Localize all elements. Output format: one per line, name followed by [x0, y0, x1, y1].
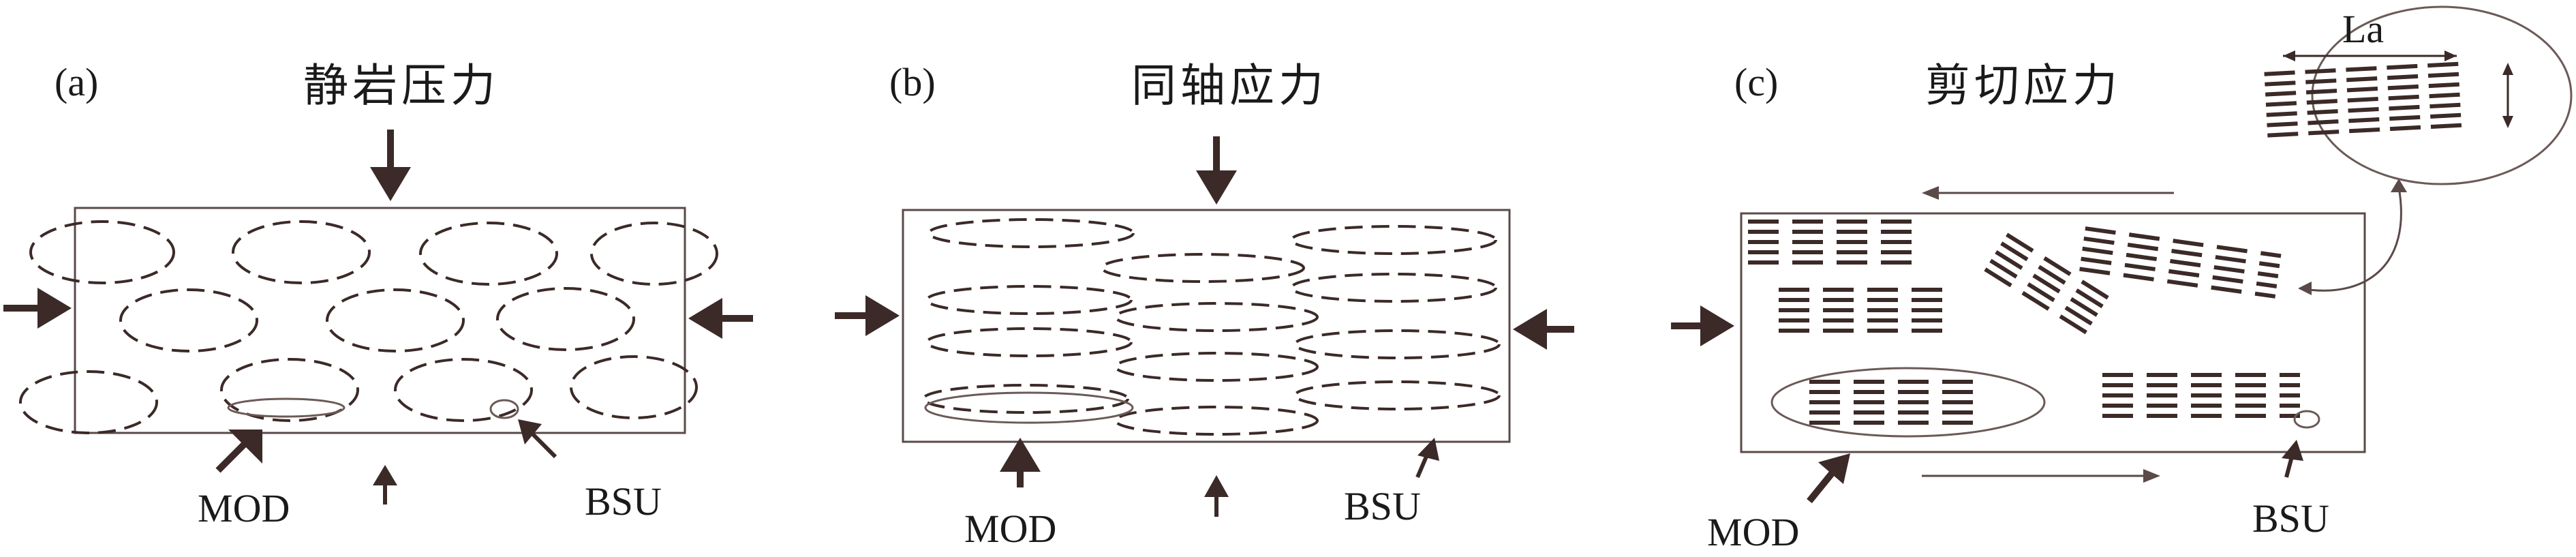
panel-b-bsu-pointer	[1415, 438, 1439, 479]
panel-c-rock-box	[1740, 212, 2366, 453]
panel-c-mod-pointer	[1807, 453, 1850, 504]
panel-a-stress-arrow-right	[688, 298, 753, 339]
panel-c-mod-label: MOD	[1707, 510, 1799, 554]
pore-ellipse	[232, 220, 371, 284]
pore-ellipse	[1114, 406, 1319, 436]
pore-ellipse	[394, 358, 533, 422]
pore-ellipse	[19, 370, 158, 434]
bsu-highlight-ellipse	[2293, 410, 2320, 429]
inset-ellipse	[2311, 5, 2573, 185]
mod-highlight-ellipse	[924, 391, 1134, 424]
panel-c-shear-arrow-top	[1922, 186, 2174, 200]
pore-ellipse	[1114, 302, 1319, 332]
panel-c-inset: La	[2264, 5, 2573, 185]
layer-packet-tilted	[1984, 232, 2109, 335]
layer-packet	[2079, 226, 2282, 299]
mod-highlight-ellipse	[1770, 367, 2046, 438]
mod-highlight-ellipse	[227, 397, 346, 418]
pore-ellipse	[570, 355, 698, 419]
pore-ellipse	[925, 285, 1133, 315]
pore-ellipse	[220, 358, 359, 422]
panel-b-stress-arrow-left	[835, 295, 900, 336]
panel-c-bsu-pointer	[2282, 440, 2303, 478]
pore-ellipse	[419, 222, 558, 286]
panel-b-title: 同轴应力	[1131, 59, 1328, 112]
pore-ellipse	[922, 384, 1129, 414]
panel-c-bsu-label: BSU	[2252, 496, 2329, 541]
pore-ellipse	[1114, 352, 1319, 382]
pore-ellipse	[1293, 380, 1501, 410]
panel-b-stress-arrow-bottom-small	[1204, 475, 1229, 517]
panel-a-rock-box	[74, 207, 686, 434]
panel-a-stress-arrow-bottom-small	[373, 465, 397, 505]
panel-a-title: 静岩压力	[303, 59, 500, 112]
panel-a-bsu-label: BSU	[585, 479, 662, 524]
layer-packet	[1809, 380, 1973, 425]
pore-ellipse	[326, 288, 465, 352]
panel-b-bsu-label: BSU	[1344, 484, 1421, 528]
panel-b-stress-arrow-right	[1513, 309, 1574, 350]
la-right-arrowhead	[2444, 50, 2457, 61]
panel-a-label: (a)	[55, 60, 98, 104]
panel-c-title: 剪切应力	[1925, 59, 2121, 112]
panel-b-mod-pointer	[1000, 438, 1041, 487]
pore-ellipse	[590, 222, 718, 286]
pore-ellipse	[1101, 253, 1305, 283]
pore-ellipse	[1290, 273, 1497, 303]
panel-a-mod-label: MOD	[198, 486, 290, 530]
pore-ellipse	[119, 288, 258, 352]
panel-a-stress-arrow-top	[370, 130, 411, 201]
inset-callout-arrowhead	[2391, 179, 2407, 192]
inset-callout-curve	[2299, 187, 2402, 292]
bsu-highlight-ellipse	[489, 399, 519, 419]
panel-a-stress-arrow-left	[3, 288, 72, 329]
panel-a-ellipses	[19, 220, 718, 434]
panel-c-stress-arrow-left	[1671, 305, 1734, 346]
lc-bottom-arrowhead	[2502, 116, 2513, 128]
lc-top-arrowhead	[2502, 63, 2513, 75]
pore-ellipse	[1293, 329, 1501, 359]
inset-callout-tail-arrowhead	[2298, 282, 2312, 295]
la-left-arrowhead	[2283, 50, 2295, 61]
panel-b-ellipses	[922, 218, 1501, 436]
panel-b-mod-label: MOD	[964, 507, 1056, 551]
panel-c: (c) 剪切应力	[1671, 5, 2573, 554]
layer-packet	[2102, 373, 2300, 418]
panel-a-bsu-pointer	[518, 419, 557, 459]
inset-layer-stack	[2264, 61, 2462, 138]
pore-ellipse	[29, 220, 175, 284]
pore-ellipse	[1290, 225, 1497, 255]
panel-a: (a) 静岩压力	[3, 59, 753, 530]
layer-packet	[1779, 288, 1942, 333]
panel-c-layer-packets	[1748, 220, 2300, 425]
layer-packet	[1748, 220, 1912, 265]
pore-ellipse	[496, 287, 635, 351]
panel-b: (b) 同轴应力	[835, 59, 1574, 551]
inset-la-label: La	[2342, 7, 2384, 51]
panel-b-label: (b)	[889, 60, 936, 104]
panel-a-mod-pointer	[215, 430, 262, 473]
panel-b-stress-arrow-top	[1196, 136, 1237, 205]
pore-ellipse	[925, 327, 1133, 357]
panel-b-rock-box	[902, 209, 1511, 443]
pore-ellipse	[927, 218, 1135, 248]
panel-c-shear-arrow-bottom	[1922, 469, 2160, 483]
panel-c-label: (c)	[1734, 60, 1778, 104]
